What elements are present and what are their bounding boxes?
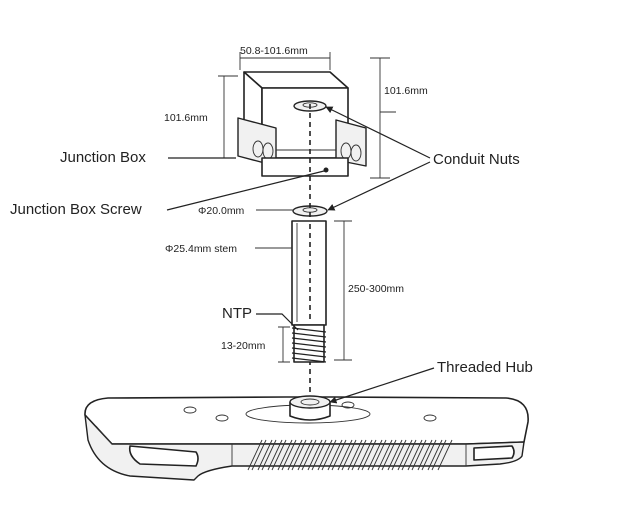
- dim-box-width: 50.8-101.6mm: [240, 45, 308, 57]
- npt-threads: [291, 324, 327, 363]
- leader-threaded-hub: [329, 367, 435, 404]
- junction-box: [237, 71, 367, 177]
- label-conduit-nuts: Conduit Nuts: [433, 151, 520, 168]
- leader-conduit-nut-bottom: [327, 161, 431, 211]
- leader-conduit-nut-top: [325, 106, 431, 159]
- label-junction-box: Junction Box: [60, 149, 146, 166]
- label-threaded-hub: Threaded Hub: [437, 359, 533, 376]
- leader-npt: [256, 313, 299, 331]
- dim-box-height-right: 101.6mm: [384, 85, 428, 97]
- dim-stem-length: 250-300mm: [348, 283, 404, 295]
- dim-box-height-left: 101.6mm: [164, 112, 208, 124]
- dim-box-height-left-line: [218, 75, 238, 159]
- dim-stem-diameter: Φ25.4mm stem: [165, 243, 237, 255]
- dim-box-width-line: [239, 52, 331, 70]
- stem: [291, 220, 327, 326]
- label-junction-box-screw: Junction Box Screw: [10, 201, 142, 218]
- junction-box-screw-mark: [323, 167, 329, 173]
- threaded-hub: [289, 395, 331, 421]
- dim-box-height-right-line: [370, 57, 396, 179]
- label-npt: NTP: [222, 305, 252, 322]
- dim-stem-length-line: [334, 220, 352, 361]
- dim-conduit-diameter: Φ20.0mm: [198, 205, 245, 217]
- dim-thread-length-line: [278, 326, 290, 363]
- dim-thread-length: 13-20mm: [221, 340, 266, 352]
- leader-junction-box-screw: [166, 170, 325, 211]
